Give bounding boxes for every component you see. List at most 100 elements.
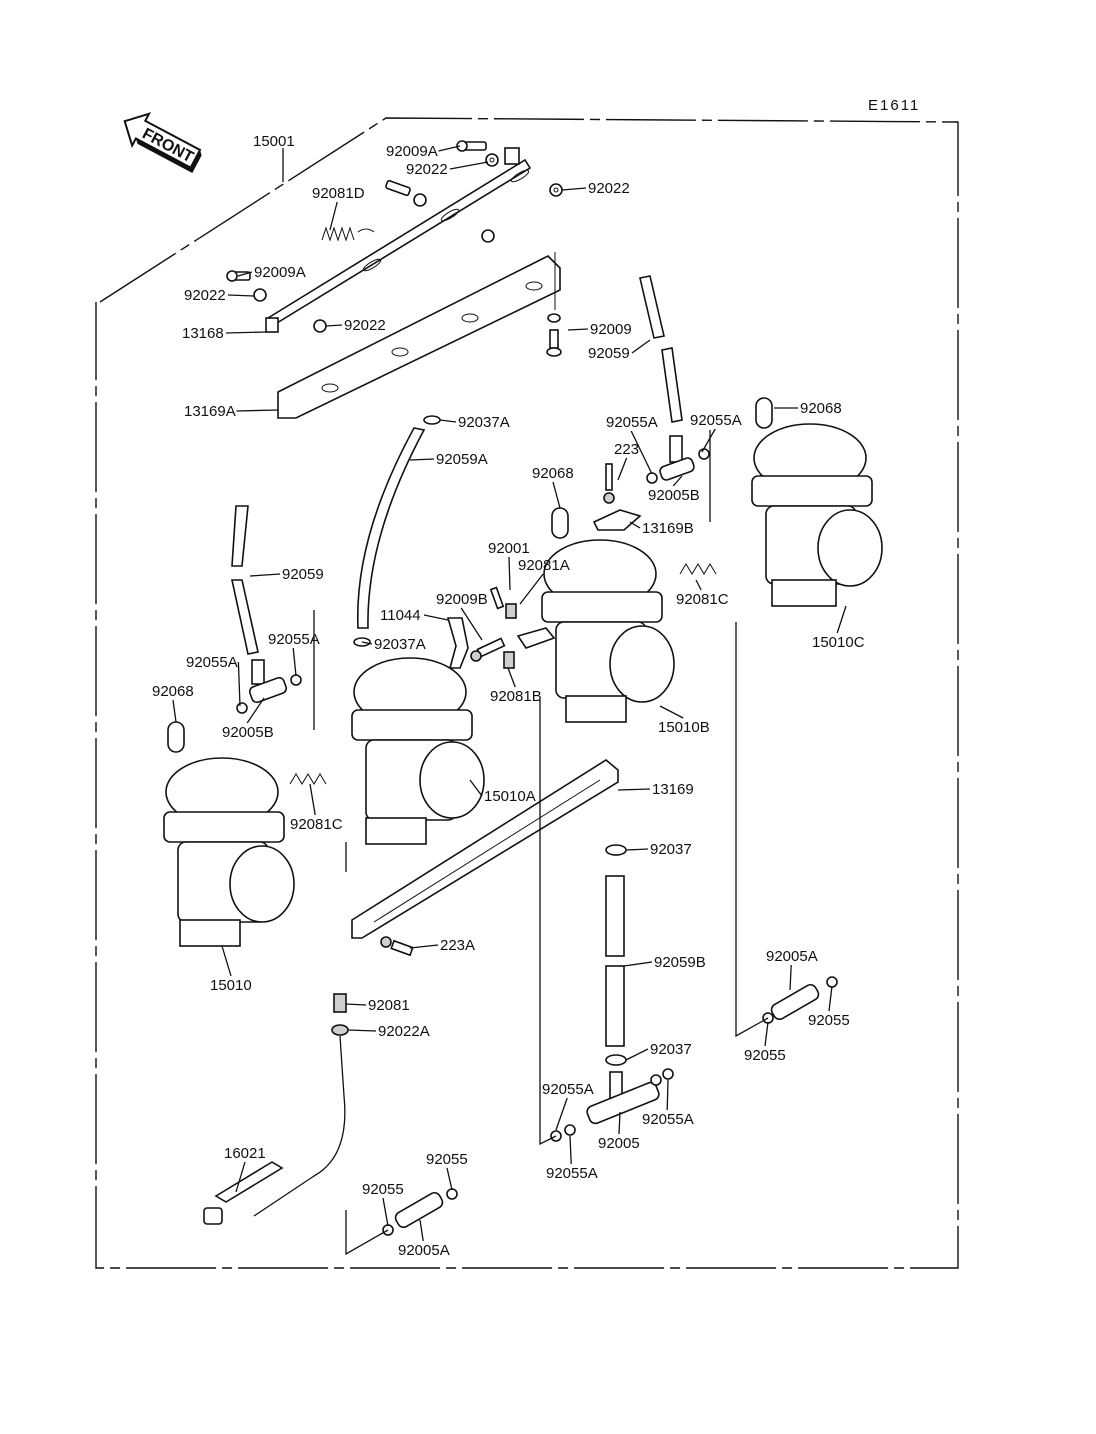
part-label-15010b: 15010B	[658, 719, 710, 736]
part-label-92081: 92081	[368, 997, 410, 1014]
washer-92022-top	[485, 153, 499, 167]
leader-line-92059-left	[249, 573, 281, 577]
leader-line-92081c-right	[695, 579, 702, 591]
part-label-92055-right-upper: 92055	[808, 1012, 850, 1029]
leader-line-92055a-c1-left	[237, 661, 241, 707]
leader-line-92005b-left	[246, 697, 265, 724]
diagram-code: E1611	[868, 97, 920, 114]
leader-line-13169b	[629, 521, 641, 529]
part-label-13169a: 13169A	[184, 403, 236, 420]
leader-line-92055a-tee-lower-left	[569, 1135, 572, 1165]
lever-11044	[446, 617, 469, 669]
leader-line-92009a-top	[438, 145, 461, 152]
clamp-92037a-top	[423, 415, 441, 425]
leader-line-92055-right-upper	[828, 985, 833, 1012]
part-label-92059b: 92059B	[654, 954, 706, 971]
part-label-92081d: 92081D	[312, 185, 365, 202]
leader-line-92059a	[409, 458, 435, 461]
leader-line-16021	[235, 1161, 246, 1193]
leader-line-92068-left	[172, 699, 177, 723]
leader-line-92081b	[507, 667, 516, 688]
part-label-92009: 92009	[590, 321, 632, 338]
part-label-11044: 11044	[380, 607, 421, 624]
part-label-92009b: 92009B	[436, 591, 488, 608]
part-label-92081b: 92081B	[490, 688, 542, 705]
leader-line-92055a-c2-right	[701, 428, 716, 453]
part-label-92059-left: 92059	[282, 566, 324, 583]
carburetor-15010a	[351, 657, 485, 845]
tee-fitting-92005	[550, 1068, 674, 1142]
spring-92081c-left	[289, 773, 327, 785]
cable-16021	[203, 1035, 346, 1225]
leader-line-92055a-c1-right	[292, 647, 297, 677]
washer-92022-left	[253, 288, 267, 302]
part-label-92055a-c2-left: 92055A	[606, 414, 658, 431]
part-label-92037a-top: 92037A	[458, 414, 510, 431]
leader-line-92055-bottom-left	[382, 1197, 389, 1227]
part-label-92068-right: 92068	[800, 400, 842, 417]
fitting-92005a-right	[762, 976, 838, 1024]
washer-92022-mid	[313, 319, 327, 333]
part-label-92055a-tee-lower-left: 92055A	[546, 1165, 598, 1182]
leader-line-92005a-bottom	[419, 1219, 424, 1242]
leader-line-92081c-left	[309, 783, 316, 816]
hose-92059a	[356, 427, 426, 629]
screw-loose	[385, 179, 411, 197]
leader-line-92059b	[623, 961, 653, 967]
screw-92009b	[470, 637, 506, 662]
leader-line-92005b-right	[672, 475, 683, 487]
part-label-92055a-c1-left: 92055A	[186, 654, 238, 671]
leader-line-92055a-tee-right	[666, 1079, 669, 1111]
leader-line-92059-right	[631, 339, 651, 354]
part-label-92055a-tee-right: 92055A	[642, 1111, 694, 1128]
washer-loose	[413, 193, 427, 207]
carburetor-15010b	[541, 539, 675, 723]
part-label-92009a-top: 92009A	[386, 143, 438, 160]
bracket-13169b	[592, 509, 642, 531]
part-label-13168: 13168	[182, 325, 224, 342]
part-label-92055a-tee-upper-left: 92055A	[542, 1081, 594, 1098]
cap-92068-left	[167, 721, 185, 753]
part-label-92037-bottom: 92037	[650, 1041, 692, 1058]
part-label-223: 223	[614, 441, 639, 458]
leader-line-92001	[508, 556, 511, 591]
part-label-92068-mid: 92068	[532, 465, 574, 482]
label-15001: 15001	[253, 133, 295, 150]
leader-line-92022-right	[561, 187, 587, 191]
leader-line-92055-bottom-right	[446, 1167, 453, 1191]
leader-line-15010a	[469, 779, 483, 797]
leader-line-92068-mid	[552, 481, 561, 509]
leader-line-92005a-right	[789, 964, 792, 991]
fitting-92005b-left	[236, 659, 302, 714]
leader-line-92022a	[347, 1029, 377, 1032]
screw-92001	[489, 586, 505, 610]
part-label-92005a-right: 92005A	[766, 948, 818, 965]
leader-line-223	[617, 457, 628, 481]
part-label-92081c-right: 92081C	[676, 591, 729, 608]
leader-line-92055a-tee-upper-left	[555, 1097, 568, 1131]
leader-line-92037-top	[625, 848, 649, 851]
link-arm	[516, 627, 556, 649]
leader-line-11044	[423, 614, 449, 621]
spring-92081d	[321, 226, 375, 242]
washer-92022a	[331, 1024, 349, 1036]
part-label-92005b-right: 92005B	[648, 487, 700, 504]
leader-line-13169a	[236, 409, 279, 412]
hose-92059-left	[231, 505, 259, 655]
leader-line-92037a-top	[439, 419, 457, 423]
leader-line-13169	[617, 788, 651, 791]
leader-line-92081d	[329, 201, 338, 231]
cap-92068-mid	[551, 507, 569, 539]
part-label-13169: 13169	[652, 781, 694, 798]
part-label-92022-right: 92022	[588, 180, 630, 197]
part-label-92059a: 92059A	[436, 451, 488, 468]
washer-loose-2	[481, 229, 495, 243]
plate-13169	[351, 759, 619, 939]
part-label-16021: 16021	[224, 1145, 266, 1162]
screw-223	[603, 463, 615, 504]
part-label-92009a-left: 92009A	[254, 264, 306, 281]
spring-92081	[333, 993, 347, 1013]
part-label-92022-top: 92022	[406, 161, 448, 178]
